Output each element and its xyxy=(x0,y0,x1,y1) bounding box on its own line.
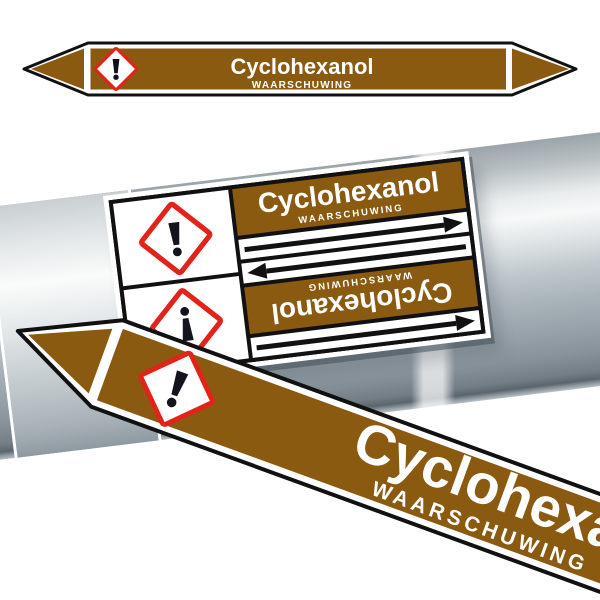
marker-tip-left xyxy=(28,328,113,394)
marker-tip-left xyxy=(31,48,84,90)
ghs07-exclamation-icon xyxy=(138,201,213,275)
pipe-marker-top: Cyclohexanol WAARSCHUWING xyxy=(22,41,578,97)
product-name: Cyclohexanol xyxy=(230,54,373,79)
ghs-cell-top xyxy=(113,189,239,287)
ghs07-exclamation-icon xyxy=(94,47,138,91)
marker-body xyxy=(90,48,506,90)
marker-body xyxy=(96,328,600,600)
marker-tip-right xyxy=(512,48,569,90)
pipe-marker-diagonal: Cyclohexanol WAARSCHUWING xyxy=(15,318,600,600)
signal-word: WAARSCHUWING xyxy=(252,80,353,91)
text-column: Cyclohexanol WAARSCHUWING Cyclohexanol W… xyxy=(232,161,482,358)
ghs07-exclamation-icon xyxy=(138,350,215,427)
